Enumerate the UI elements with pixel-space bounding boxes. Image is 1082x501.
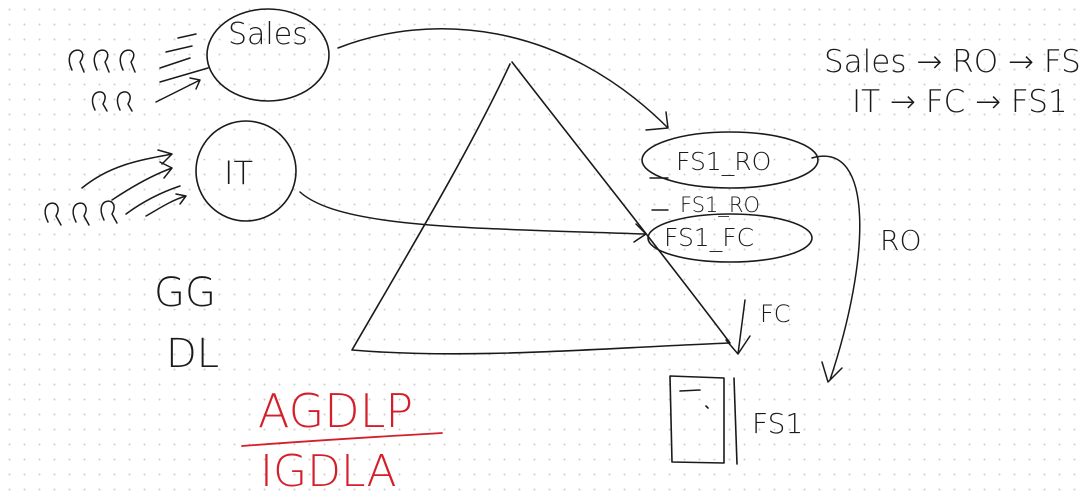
- fc-permission-label: FC: [760, 300, 791, 328]
- sales-group-circle: [206, 8, 330, 102]
- it-to-fc-arrow: [299, 191, 647, 243]
- flow-sales-line: Sales → RO → FS1: [824, 44, 1082, 80]
- domain-local-scope-label: DL: [166, 331, 219, 377]
- it-group-circle: [195, 120, 297, 222]
- ro-permission-arrow: [811, 155, 861, 383]
- sales-user-arrows: [155, 33, 209, 103]
- mnemonic-divider: [241, 432, 443, 447]
- fc-permission-arrow: [725, 299, 751, 355]
- sales-group-label: Sales: [228, 17, 308, 52]
- it-users-icon: [44, 200, 118, 226]
- mnemonic-igdla: IGDLA: [260, 446, 397, 497]
- it-group-label: IT: [224, 154, 253, 192]
- ro-permission-label: RO: [880, 224, 922, 257]
- file-server-icon: [669, 375, 738, 465]
- sales-users-icon: [68, 49, 136, 112]
- global-group-scope-label: GG: [154, 270, 216, 316]
- it-user-arrows: [81, 149, 187, 217]
- mnemonic-agdlp: AGDLP: [258, 384, 413, 438]
- flow-it-line: IT → FC → FS1: [852, 84, 1068, 120]
- fs1-ro-group-label: FS1_RO: [676, 147, 771, 176]
- sales-to-ro-arrow: [337, 28, 669, 131]
- fs1-fc-group-label: FS1_FC: [664, 223, 754, 252]
- domain-triangle: [351, 61, 731, 355]
- fs1-ro-dup-label: FS1_RO: [680, 193, 760, 217]
- file-server-label: FS1: [752, 407, 803, 440]
- fs1-fc-group-outline: [647, 213, 813, 263]
- fs1-ro-group-outline: [641, 131, 819, 189]
